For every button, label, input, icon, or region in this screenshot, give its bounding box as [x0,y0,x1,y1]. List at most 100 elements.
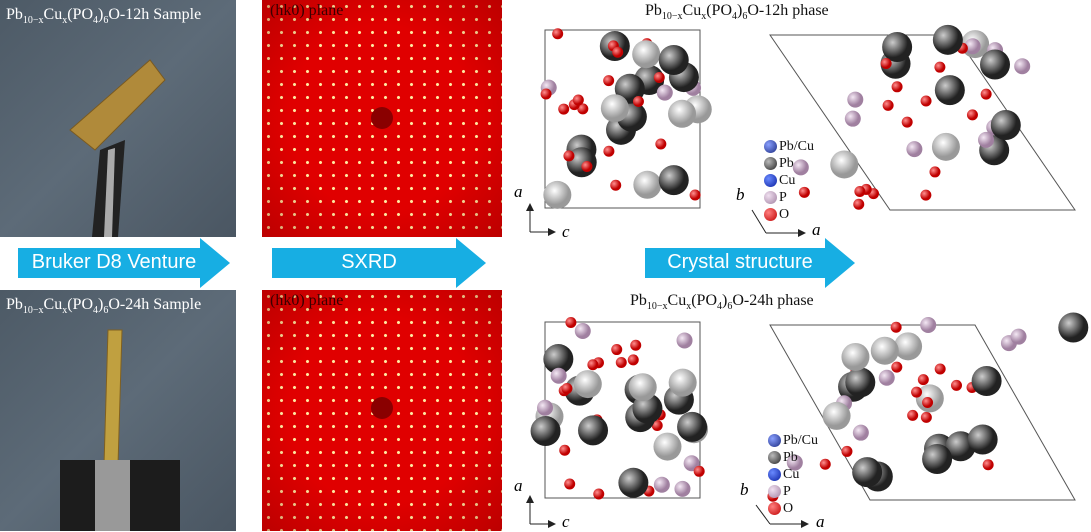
axis-a-label: a [812,220,821,239]
p-atom [1010,328,1027,345]
pb-atom-icon [768,451,781,464]
o-atom [934,61,946,73]
p-atom [792,159,809,176]
phase-title-12h: Pb10−xCux(PO4)6O-12h phase [645,2,829,23]
o-atom [615,356,627,368]
o-atom [891,81,903,93]
o-atom [693,465,705,477]
pbcu-atom [632,40,661,69]
pbcu-atom [668,368,697,397]
o-atom [630,339,642,351]
axis-arrow [751,209,767,234]
o-atom [632,96,644,108]
pb-atom [658,45,689,76]
legend-item: Pb [768,449,818,466]
legend-item: P [768,483,818,500]
o-atom [854,185,866,197]
pbcu-atom [870,336,899,365]
o-atom [882,99,894,111]
o-atom [565,317,577,329]
p-atom [786,454,803,471]
pb-atom [845,367,876,398]
o-atom [655,138,667,150]
pbcu-atom [600,94,629,123]
o-atom [853,198,865,210]
diffraction-pattern-12h: (hk0) plane [262,0,502,237]
axis-a-label: a [816,512,825,531]
o-atom [907,409,919,421]
arrow-sxrd: SXRD [272,238,486,288]
o-atom [841,445,853,457]
o-atom [950,379,962,391]
o-atom [922,397,934,409]
p-atom [676,332,693,349]
o-atom [593,488,605,500]
axis-arrow [755,504,771,525]
pb-atom [658,165,689,196]
pb-atom [618,467,649,498]
legend-item: Cu [768,466,818,483]
legend-12h: Pb/Cu Pb Cu P O [764,138,814,223]
plane-label-24h: (hk0) plane [270,292,344,309]
unit-cell-outline [769,34,1076,211]
plane-label-12h: (hk0) plane [270,2,344,19]
pb-atom [852,457,883,488]
pbcu-atom [633,170,662,199]
axis-b-label: b [736,185,745,204]
legend-item: O [764,206,814,223]
diffraction-pattern-24h: (hk0) plane [262,290,502,531]
o-atom [603,145,615,157]
p-atom [1014,58,1031,75]
pb-atom [922,444,953,475]
o-atom [611,344,623,356]
o-atom [572,94,584,106]
pbcu-atom [841,342,870,371]
o-atom [798,186,810,198]
axis-c-label: c [562,512,570,531]
o-atom [610,179,622,191]
o-atom [901,116,913,128]
p-atom [537,399,554,416]
pbcu-atom-icon [764,140,777,153]
pbcu-atom [668,99,697,128]
legend-item: O [768,500,818,517]
o-atom [559,444,571,456]
o-atom [603,75,615,87]
axis-c-label: c [562,222,570,241]
p-atom-icon [764,191,777,204]
pb-atom [543,344,574,375]
pb-atom [578,415,609,446]
p-atom [852,424,869,441]
o-atom [689,189,701,201]
pb-atom-icon [764,157,777,170]
o-atom [891,361,903,373]
arrow-head-icon [456,238,486,288]
pbcu-atom [628,373,657,402]
p-atom [674,480,691,497]
pb-atom [632,393,663,424]
cu-atom-icon [768,468,781,481]
o-atom [966,109,978,121]
o-atom [563,150,575,162]
p-atom [978,131,995,148]
phase-title-24h: Pb10−xCux(PO4)6O-24h phase [630,292,814,313]
pbcu-atom [931,132,960,161]
legend-item: Cu [764,172,814,189]
beam-stop [371,397,393,419]
o-atom [561,382,573,394]
arrow-label: Bruker D8 Venture [31,251,197,273]
crystal-on-needle-illustration [69,59,166,237]
sample-label-24h: Pb10−xCux(PO4)6O-24h Sample [6,296,202,317]
axis-b-label: b [740,480,749,499]
o-atom [934,363,946,375]
o-atom [612,46,624,58]
p-atom [878,369,895,386]
pb-atom [530,416,561,447]
pb-atom [934,75,965,106]
unit-cell-outline [769,324,1076,501]
o-atom [540,88,552,100]
pb-atom [882,31,913,62]
pbcu-atom [543,180,572,209]
o-atom [577,103,589,115]
o-atom [651,420,663,432]
